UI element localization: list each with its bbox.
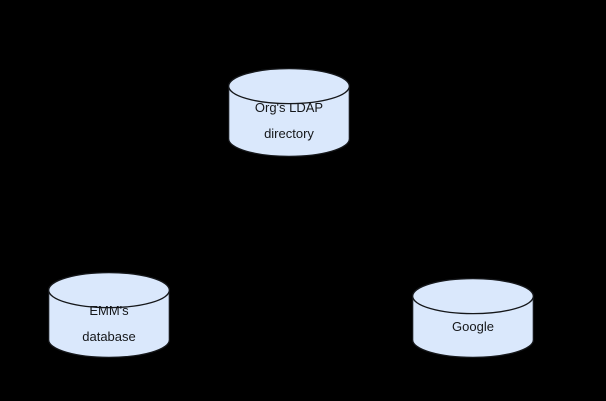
cylinder-shape xyxy=(228,67,350,157)
cylinder-top-ellipse xyxy=(412,277,534,315)
cylinder-shape xyxy=(412,277,534,358)
cylinder-google[interactable]: Google xyxy=(412,277,534,358)
cylinder-top-ellipse xyxy=(48,271,170,309)
cylinder-shape xyxy=(48,271,170,358)
cylinder-top-ellipse xyxy=(228,67,350,105)
